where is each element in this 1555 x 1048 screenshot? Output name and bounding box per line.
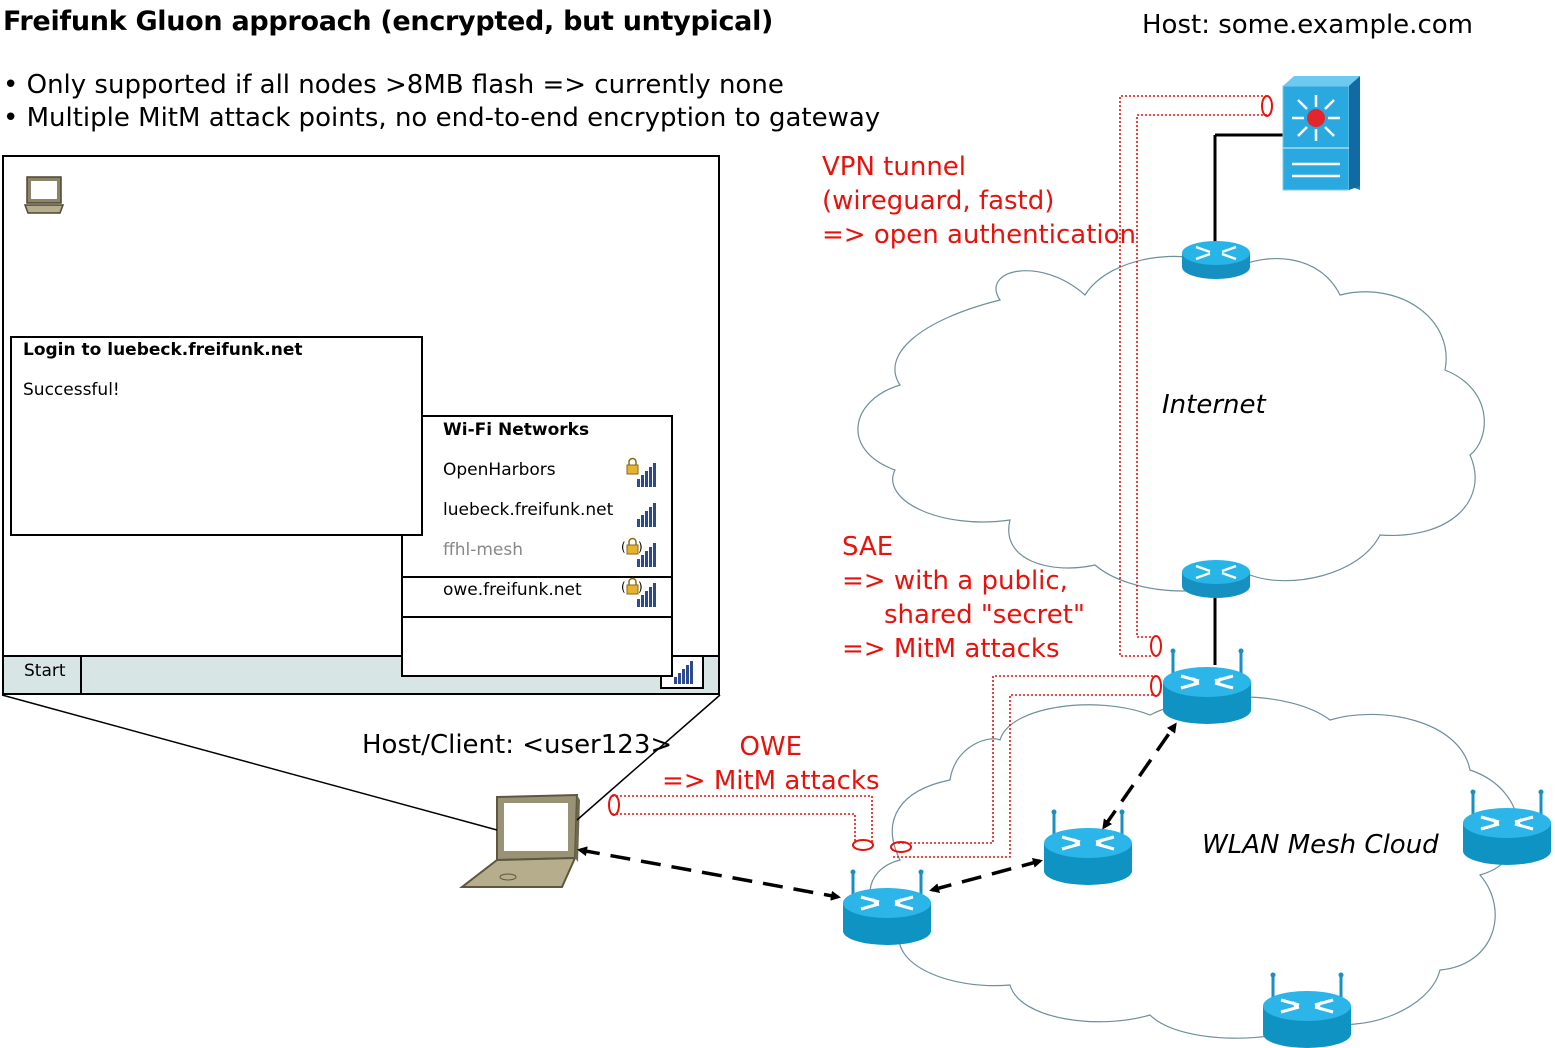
mesh-cloud bbox=[869, 696, 1519, 1039]
login-status-message: Successful! bbox=[23, 380, 120, 400]
start-button[interactable]: Start bbox=[2, 655, 82, 695]
wifi-network-luebeck[interactable]: luebeck.freifunk.net bbox=[443, 500, 614, 520]
wifi-networks-panel: Wi-Fi Networks OpenHarbors luebeck.freif… bbox=[401, 415, 673, 677]
login-dialog: Login to luebeck.freifunk.net Successful… bbox=[10, 336, 423, 536]
locked-signal-icon bbox=[626, 457, 656, 487]
tray-wifi-signal-icon[interactable] bbox=[662, 657, 702, 687]
vpn-tunnel bbox=[1119, 95, 1267, 657]
wifi-network-owe[interactable]: owe.freifunk.net bbox=[443, 580, 582, 600]
mesh-gateway-router-icon bbox=[1161, 647, 1253, 726]
login-dialog-title: Login to luebeck.freifunk.net bbox=[23, 340, 303, 360]
zoom-line-left bbox=[1, 694, 498, 831]
svg-text:): ) bbox=[638, 580, 643, 594]
wireless-link-mesh-2 bbox=[1102, 722, 1177, 830]
vpn-label: VPN tunnel (wireguard, fastd) => open au… bbox=[822, 152, 1136, 250]
wifi-panel-title: Wi-Fi Networks bbox=[443, 420, 590, 440]
locked-signal-icon: ( ) bbox=[621, 577, 656, 607]
sae-tunnel bbox=[893, 675, 1153, 858]
laptop-icon bbox=[459, 793, 580, 888]
svg-text:): ) bbox=[638, 540, 643, 554]
sae-label: SAE => with a public, shared "secret" =>… bbox=[842, 532, 1085, 664]
server-host-label: Host: some.example.com bbox=[1142, 10, 1473, 40]
wifi-separator bbox=[403, 576, 671, 578]
bullet-2: • Multiple MitM attack points, no end-to… bbox=[3, 103, 881, 133]
signal-icon bbox=[637, 503, 656, 527]
wifi-network-openharbors[interactable]: OpenHarbors bbox=[443, 460, 556, 480]
bullet-1: • Only supported if all nodes >8MB flash… bbox=[3, 70, 784, 100]
wireless-link-laptop bbox=[577, 846, 841, 901]
owe-tunnel bbox=[612, 795, 873, 843]
wifi-network-ffhl-mesh[interactable]: ffhl-mesh bbox=[443, 540, 523, 560]
server-switch-icon bbox=[1282, 76, 1360, 191]
owe-label: OWE => MitM attacks bbox=[662, 732, 880, 796]
zoom-line-right bbox=[576, 694, 721, 821]
mesh-cloud-label: WLAN Mesh Cloud bbox=[1202, 830, 1439, 860]
client-host-label: Host/Client: <user123> bbox=[362, 730, 673, 760]
svg-text:(: ( bbox=[621, 540, 626, 554]
wireless-link-mesh-1 bbox=[929, 857, 1043, 894]
wifi-separator bbox=[403, 616, 671, 618]
diagram-title: Freifunk Gluon approach (encrypted, but … bbox=[3, 6, 774, 37]
internet-label: Internet bbox=[1162, 390, 1266, 420]
locked-signal-icon: ( ) bbox=[621, 537, 656, 567]
router-internet-bottom-icon bbox=[1180, 558, 1252, 600]
router-internet-top-icon bbox=[1180, 239, 1252, 281]
svg-text:(: ( bbox=[621, 580, 626, 594]
my-computer-icon[interactable] bbox=[22, 175, 66, 217]
